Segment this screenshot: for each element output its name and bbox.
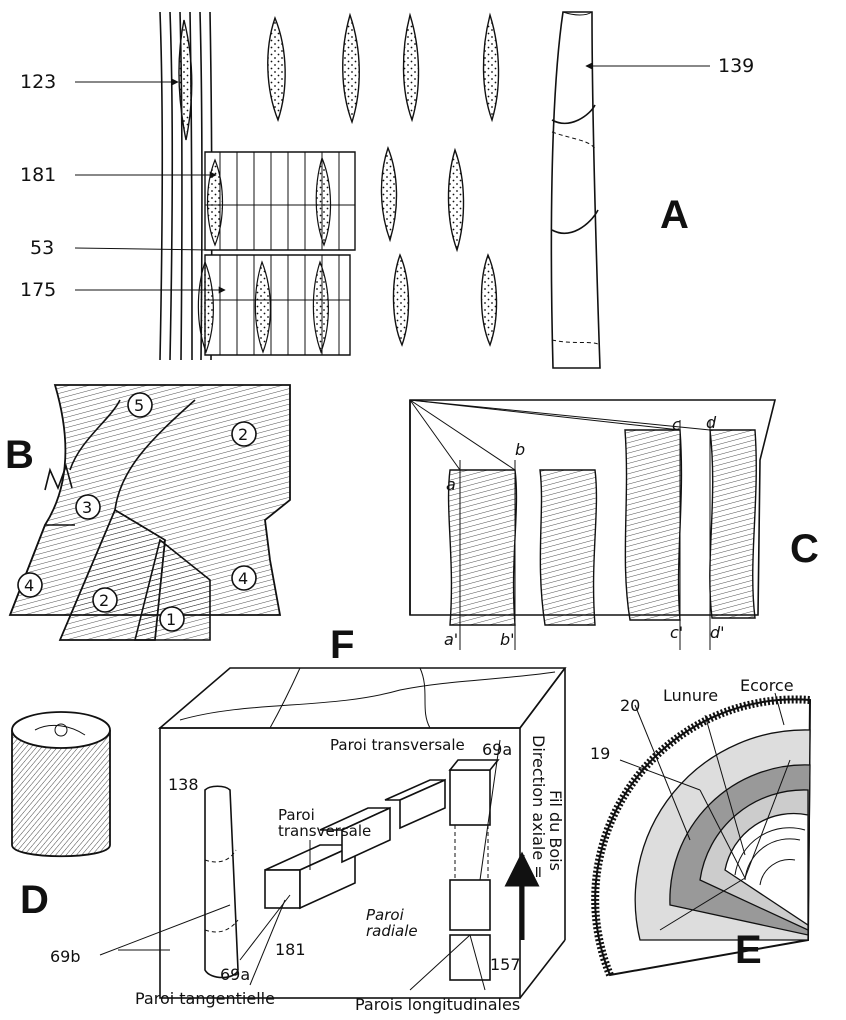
label-19: 19 — [590, 744, 610, 763]
label-123: 123 — [20, 71, 56, 93]
circle-2a: 2 — [238, 425, 248, 444]
label-20: 20 — [620, 696, 640, 715]
panel-b: 5 2 3 4 2 1 4 B — [5, 385, 290, 640]
panel-letter-d: D — [20, 878, 49, 922]
panel-letter-e: E — [735, 928, 762, 972]
point-d: d — [706, 413, 717, 432]
panel-e: 19 20 Lunure Ecorce E — [590, 676, 810, 975]
panel-d: D — [12, 712, 110, 922]
label-69a-right: 69a — [482, 740, 512, 759]
point-d-prime: d' — [710, 623, 725, 642]
panel-a: 123 181 53 175 139 A — [20, 12, 754, 368]
circle-5: 5 — [134, 396, 144, 415]
label-181: 181 — [20, 164, 56, 186]
point-b: b — [515, 440, 525, 459]
label-fil-du-bois: Fil du Bois — [546, 790, 565, 871]
label-53: 53 — [30, 237, 54, 259]
point-c-prime: c' — [670, 623, 683, 642]
label-parois-longitudinales: Parois longitudinales — [355, 995, 520, 1014]
label-paroi-transversale-2: transversale — [278, 822, 371, 840]
panel-f: 138 69a 181 69a 69b 157 Paroi transversa… — [50, 623, 565, 1014]
point-a-prime: a' — [444, 630, 458, 649]
label-paroi-radiale-2: radiale — [366, 922, 418, 940]
panel-letter-a: A — [660, 193, 689, 237]
label-181: 181 — [275, 940, 306, 959]
point-c: c — [672, 415, 681, 434]
label-69b: 69b — [50, 947, 81, 966]
label-ecorce: Ecorce — [740, 676, 794, 695]
panel-letter-c: C — [790, 527, 819, 571]
panel-c: a b c d a' b' c' d' C — [410, 400, 819, 650]
label-direction-axiale: Direction axiale = — [529, 735, 548, 879]
circle-4b: 4 — [238, 569, 248, 588]
panel-letter-b: B — [5, 433, 34, 477]
label-paroi-transversale-top: Paroi transversale — [330, 736, 465, 754]
label-lunure: Lunure — [663, 686, 718, 705]
panel-letter-f: F — [330, 623, 354, 667]
label-157: 157 — [490, 955, 521, 974]
point-a: a — [446, 475, 456, 494]
circle-3: 3 — [82, 498, 92, 517]
label-175: 175 — [20, 279, 56, 301]
label-paroi-tangentielle: Paroi tangentielle — [135, 989, 275, 1008]
label-139: 139 — [718, 55, 754, 77]
label-138: 138 — [168, 775, 199, 794]
point-b-prime: b' — [500, 630, 515, 649]
label-69a-left: 69a — [220, 965, 250, 984]
circle-2b: 2 — [99, 591, 109, 610]
circle-4a: 4 — [24, 576, 34, 595]
circle-1: 1 — [166, 610, 176, 629]
